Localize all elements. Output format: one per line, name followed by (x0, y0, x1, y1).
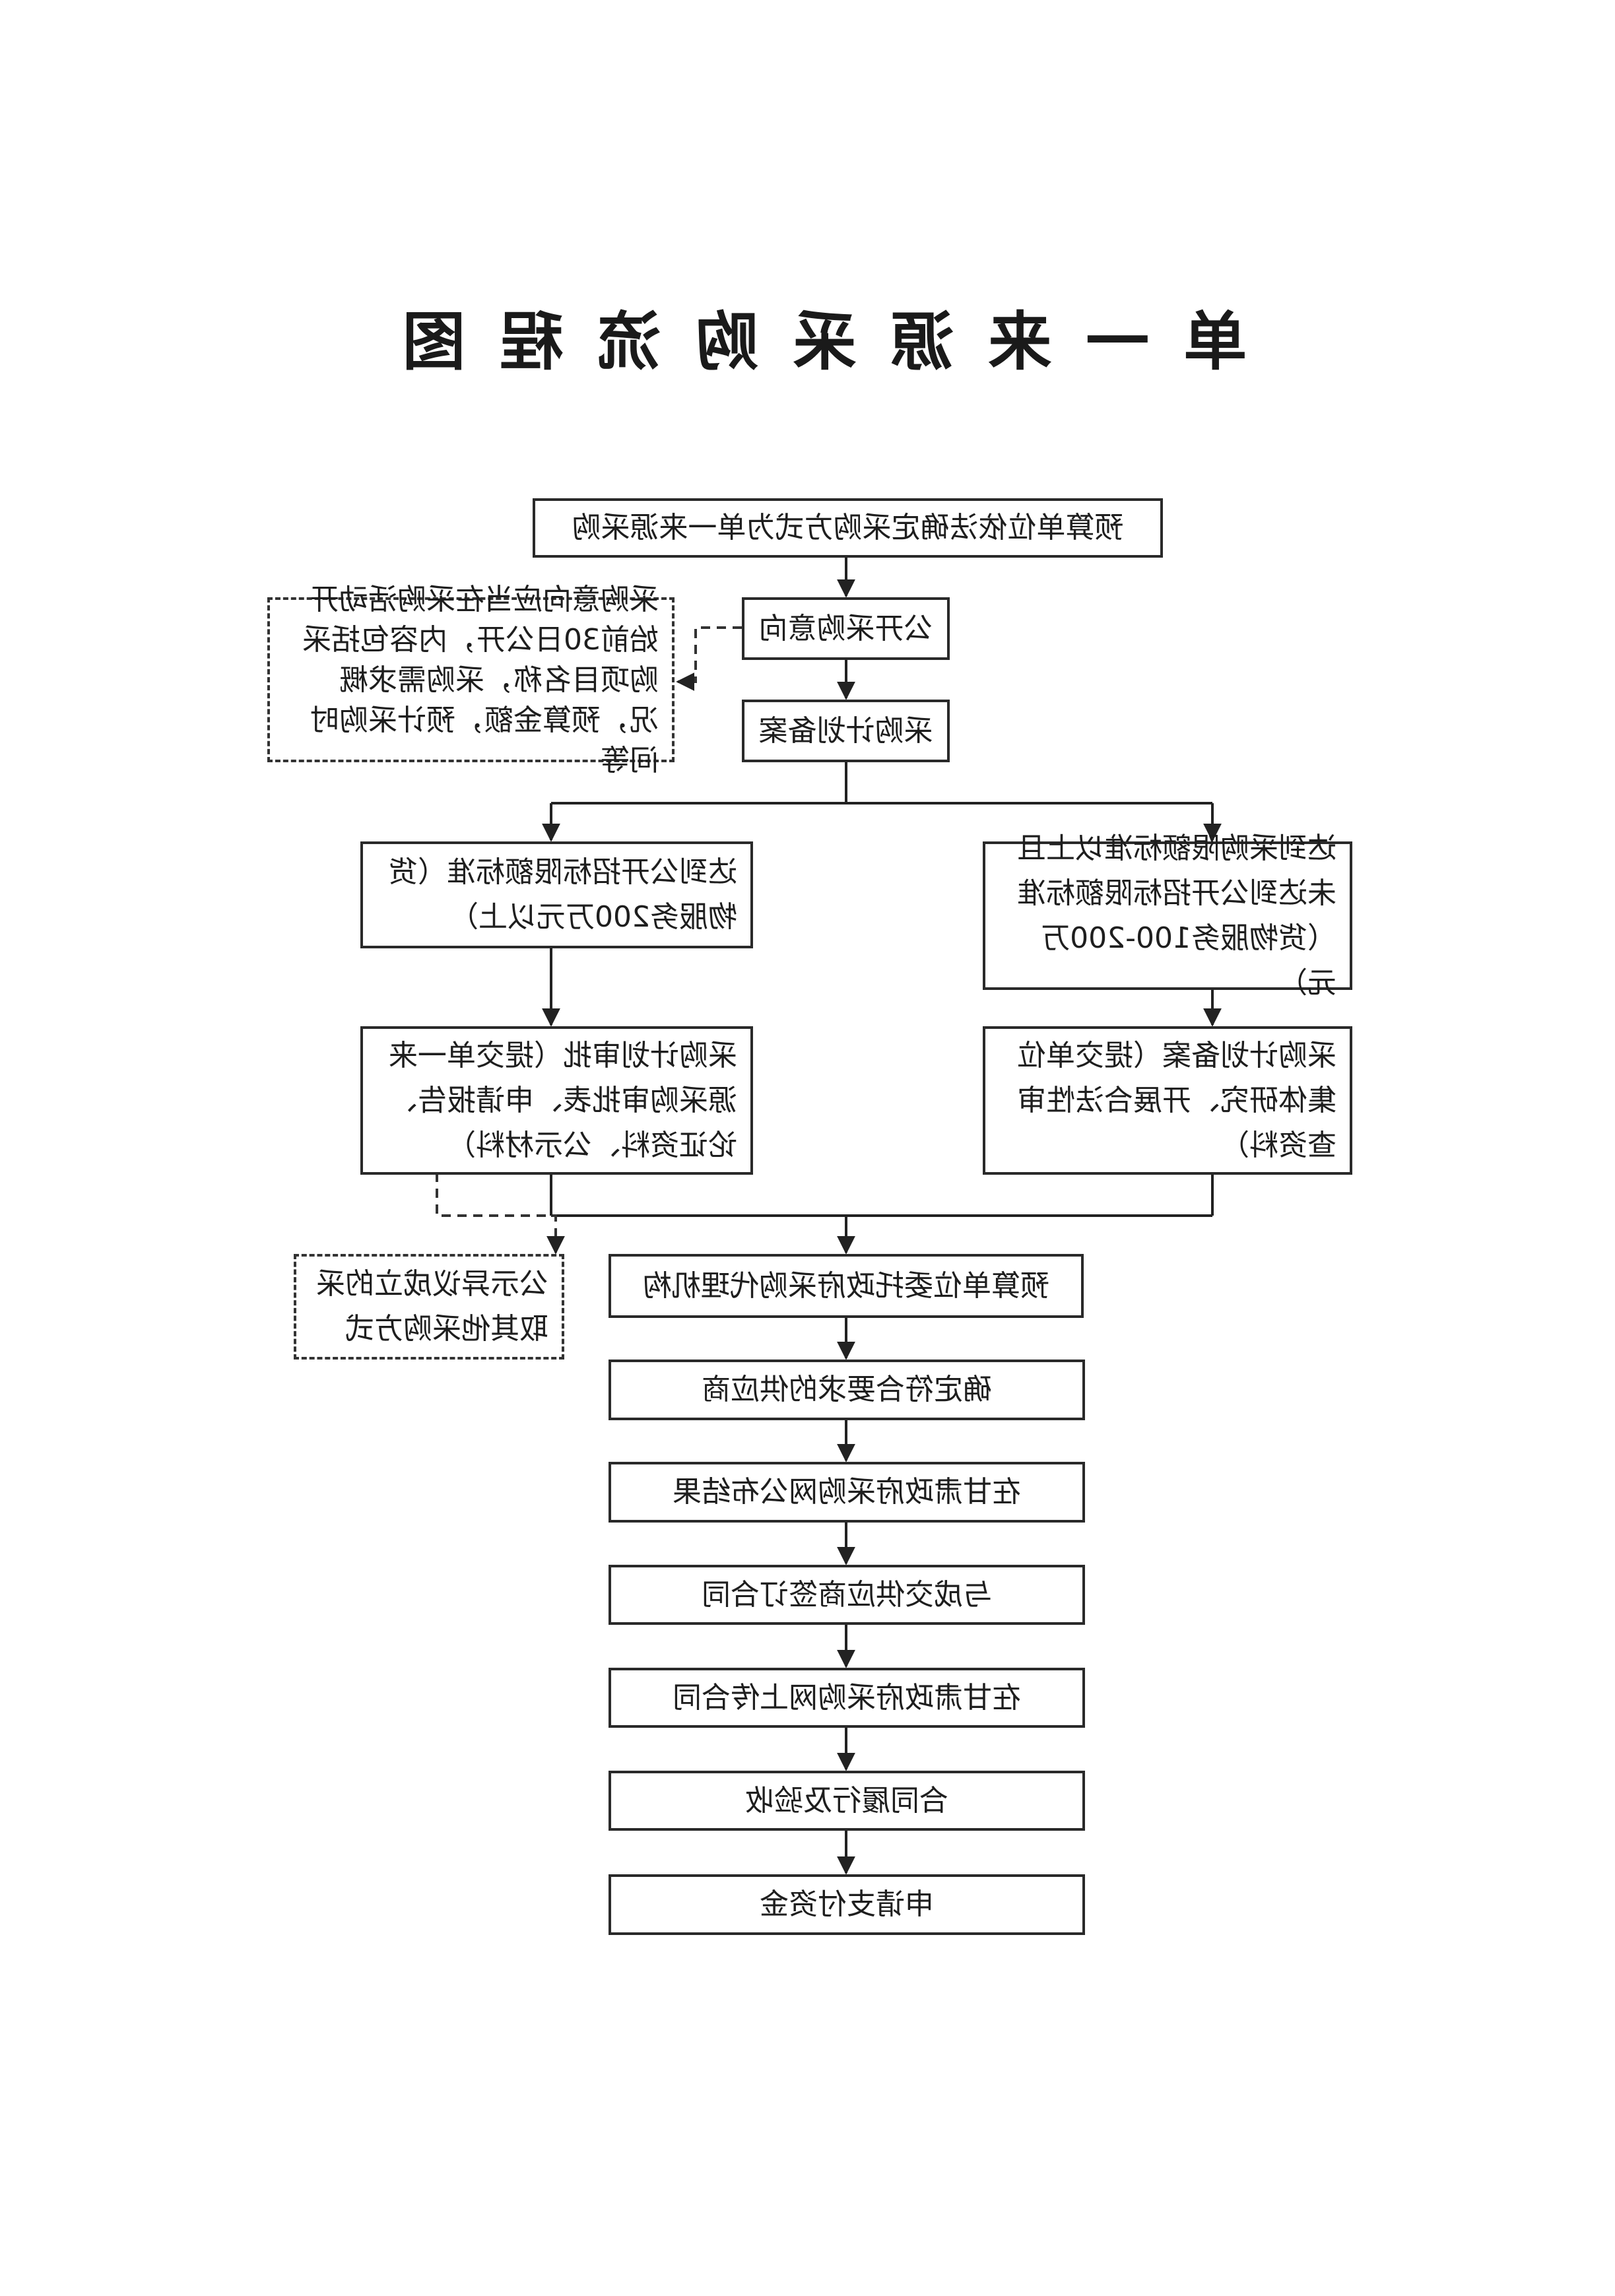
plan-filing-box: 采购计划备案 (742, 700, 950, 762)
determine-method-label: 预算单位依法确定采购方式为单一来源采购 (572, 511, 1124, 544)
dashed-arrow-intent-note (676, 626, 742, 691)
low-filing-label: 采购计划备案（提交单位集体研究、开展合法性审查资料） (1017, 1038, 1336, 1162)
publish-result-box: 在甘肃政府采购网公布结果 (609, 1462, 1085, 1523)
intent-note-box: 采购意向应当在采购活动开始前30日公开，内容包括采购项目名称，采购需求概况，预算… (267, 583, 675, 777)
publish-result-label: 在甘肃政府采购网公布结果 (673, 1475, 1021, 1509)
entrust-agency-label: 预算单位委托政府采购代理机构 (643, 1268, 1049, 1303)
branch-low-box: 达到采购限额标准以上且未达到公开招标限额标准（货物服务100-200万元） (983, 832, 1352, 1000)
objection-note-box: 公示异议成立的采取其他采购方式 (294, 1254, 564, 1360)
confirm-supplier-label: 确定符合要求的供应商 (702, 1373, 992, 1406)
determine-method-box: 预算单位依法确定采购方式为单一来源采购 (533, 498, 1163, 558)
branch-low-label: 达到采购限额标准以上且未达到公开招标限额标准（货物服务100-200万元） (1017, 831, 1336, 1000)
upload-contract-box: 在甘肃政府采购网上传合同 (609, 1668, 1085, 1728)
entrust-agency-box: 预算单位委托政府采购代理机构 (609, 1254, 1084, 1318)
intent-note-label: 采购意向应当在采购活动开始前30日公开，内容包括采购项目名称，采购需求概况，预算… (302, 582, 659, 777)
perform-accept-label: 合同履行及验收 (745, 1783, 948, 1818)
upload-contract-label: 在甘肃政府采购网上传合同 (673, 1680, 1021, 1715)
low-filing-box: 采购计划备案（提交单位集体研究、开展合法性审查资料） (983, 1026, 1352, 1175)
plan-filing-label: 采购计划备案 (758, 713, 933, 748)
intent-public-box: 公开采购意向 (742, 597, 950, 660)
intent-public-label: 公开采购意向 (758, 611, 933, 645)
branch-high-label: 达到公开招标限额标准（货物服务200万元以上） (389, 855, 737, 934)
branch-high-box: 达到公开招标限额标准（货物服务200万元以上） (360, 841, 753, 948)
high-approval-box: 采购计划审批（提交单一来源采购审批表、申请报告、论证资料、公示材料） (360, 1026, 753, 1175)
perform-accept-box: 合同履行及验收 (609, 1771, 1085, 1831)
apply-payment-label: 申请支付资金 (760, 1887, 934, 1921)
apply-payment-box: 申请支付资金 (609, 1874, 1085, 1935)
high-approval-label: 采购计划审批（提交单一来源采购审批表、申请报告、论证资料、公示材料） (389, 1038, 737, 1162)
sign-contract-box: 与成交供应商签订合同 (609, 1565, 1085, 1625)
confirm-supplier-box: 确定符合要求的供应商 (609, 1360, 1085, 1420)
objection-note-label: 公示异议成立的采取其他采购方式 (316, 1267, 548, 1346)
sign-contract-label: 与成交供应商签订合同 (702, 1577, 992, 1612)
